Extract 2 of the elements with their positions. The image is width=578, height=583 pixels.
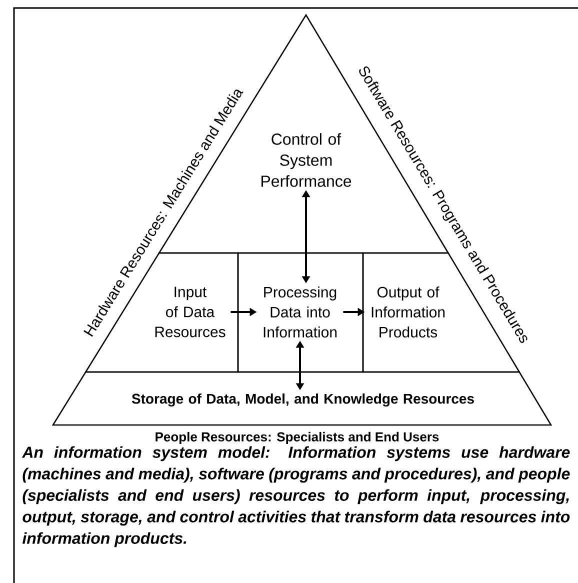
caption: An information system model: Information systems use hardware (machines and media), software (programs and procedures), and people (specialists and end users) resources to perform input, processing, output, storage, and control activities that transform data resources into information products. bbox=[22, 446, 570, 548]
processing-box: Processing Data into Information bbox=[237, 252, 364, 373]
